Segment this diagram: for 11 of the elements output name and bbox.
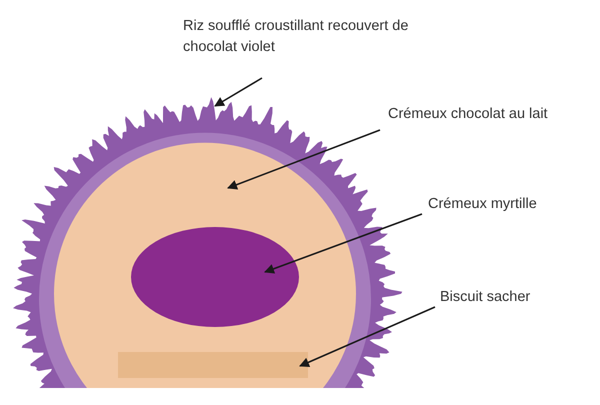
leader-line [214, 77, 262, 107]
part-label: Crémeux chocolat au lait [388, 104, 593, 125]
blueberry-cream-insert [131, 227, 299, 327]
biscuit-layer [118, 352, 308, 378]
part-label: Biscuit sacher [440, 287, 580, 308]
part-label: Crémeux myrtille [428, 194, 588, 215]
leader-line [227, 129, 380, 190]
cream-dome [54, 143, 356, 388]
leader-line [299, 306, 436, 367]
part-label: Riz soufflé croustillant recouvert de chocolat violet [183, 16, 413, 58]
leader-line [264, 213, 422, 274]
